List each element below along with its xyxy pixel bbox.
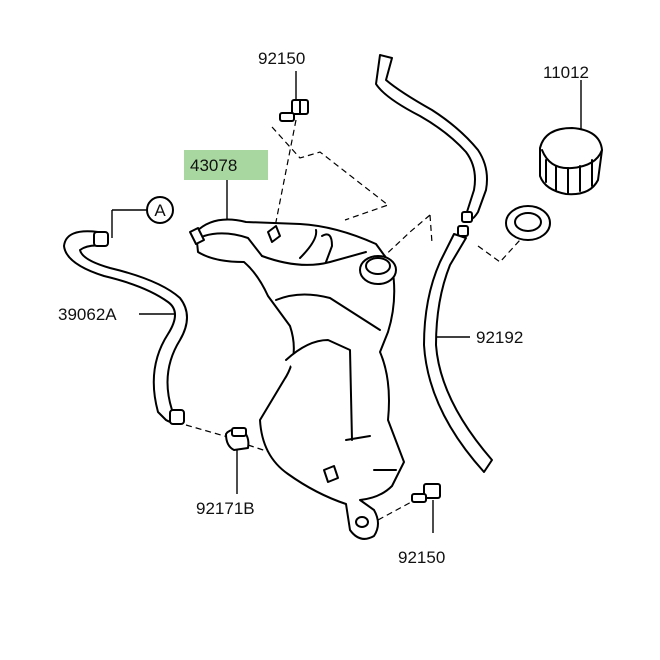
gasket-ring bbox=[505, 205, 551, 241]
hose-right bbox=[375, 54, 493, 473]
part-label-bolt-top: 92150 bbox=[258, 49, 305, 68]
bolt-bottom bbox=[411, 483, 441, 503]
part-label-bolt-bottom: 92150 bbox=[398, 548, 445, 567]
part-label-hose-left: 39062A bbox=[58, 305, 117, 324]
hose-left bbox=[63, 230, 188, 425]
part-label-clamp: 92171B bbox=[196, 499, 255, 518]
part-highlight bbox=[184, 150, 268, 180]
hose-clamp bbox=[225, 427, 250, 451]
filler-cap bbox=[539, 127, 603, 196]
reservoir-tank bbox=[189, 218, 405, 540]
part-label-cap: 11012 bbox=[543, 63, 589, 82]
part-label-hose-right: 92192 bbox=[476, 328, 523, 347]
reference-circle-label: A bbox=[154, 201, 166, 220]
reference-circle-a: A bbox=[146, 196, 174, 224]
part-label-tank: 43078 bbox=[190, 156, 237, 175]
bolt-top bbox=[279, 99, 309, 122]
